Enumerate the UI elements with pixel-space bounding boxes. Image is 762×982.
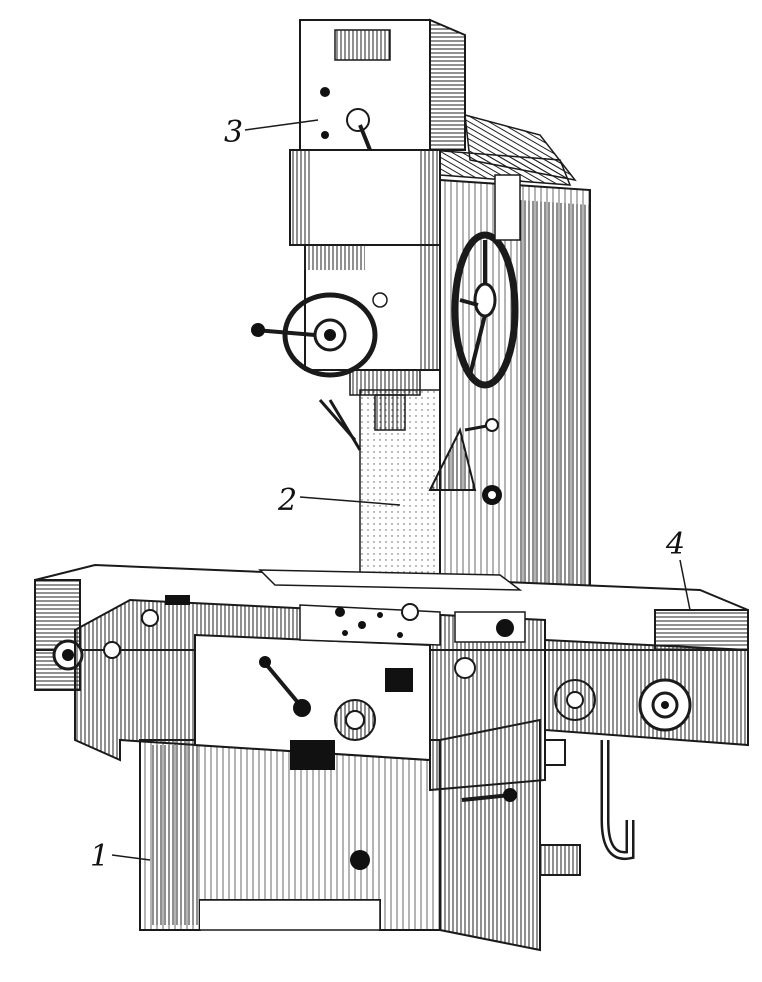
speed-lever-hub[interactable] [346, 108, 370, 132]
table-end-block [654, 609, 749, 651]
coolant-pipes [461, 739, 635, 876]
work-lamp[interactable] [428, 418, 502, 505]
callout-4-table: 4 [666, 527, 686, 562]
column [359, 149, 591, 591]
belt-guard [464, 113, 577, 182]
vent-grille [334, 29, 391, 61]
control-panel [299, 604, 441, 646]
base-lever[interactable] [461, 793, 511, 802]
table-top-plate [258, 569, 523, 591]
nameplate [385, 668, 413, 692]
saddle-lever[interactable] [263, 661, 302, 707]
callout-3-headstock: 3 [224, 115, 244, 150]
callout-1-base: 1 [90, 839, 110, 874]
saddle [74, 595, 546, 792]
large-handwheel[interactable] [451, 174, 521, 389]
base-hole [350, 850, 370, 870]
leader-lines [111, 119, 691, 861]
clamp-block [290, 740, 335, 770]
callout-2-column: 2 [278, 483, 298, 518]
headstock [251, 18, 577, 451]
feed-handwheel[interactable] [251, 292, 378, 378]
